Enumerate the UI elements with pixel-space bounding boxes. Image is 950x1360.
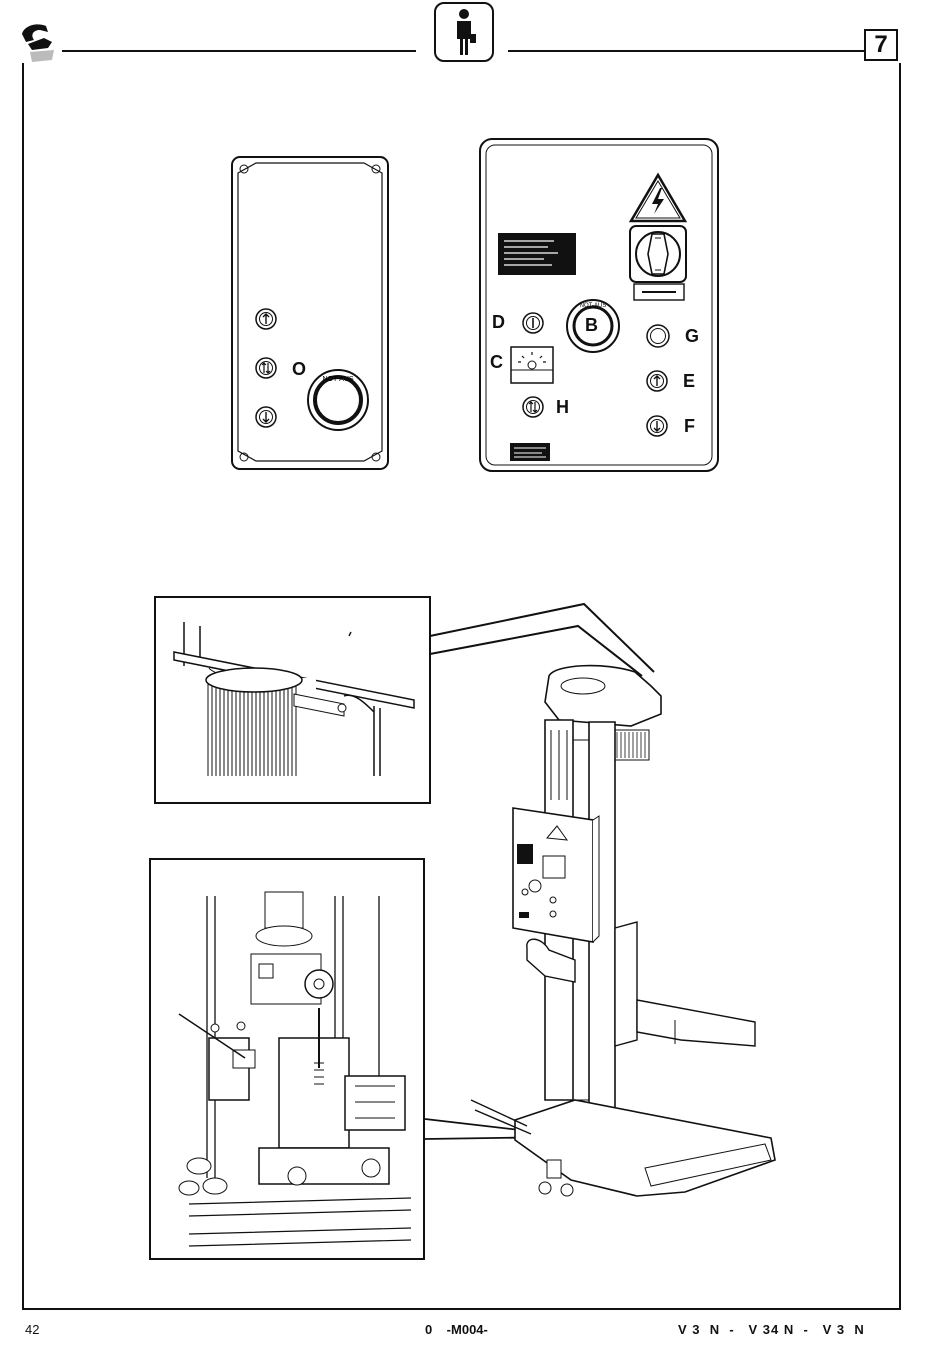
brand-logo-icon (18, 20, 60, 64)
g-indicator-lamp (646, 324, 670, 348)
f-down-button[interactable] (646, 415, 668, 437)
main-switch-icon[interactable] (628, 224, 688, 284)
d-button[interactable] (522, 312, 544, 334)
detail-top-inset (154, 596, 432, 806)
e-up-button[interactable] (646, 370, 668, 392)
lift-column-illustration (455, 660, 785, 1220)
label-g: G (685, 326, 699, 347)
label-d: D (492, 312, 505, 333)
document-code: 0 -M004- (425, 1322, 488, 1337)
label-e: E (683, 371, 695, 392)
h-button[interactable] (522, 396, 544, 418)
remote-control-panel: NOT-AUS (230, 155, 390, 471)
left-emergency-ring-text: NOT-AUS (322, 376, 353, 383)
right-emergency-ring-text: NOT-AUS (580, 303, 607, 309)
label-o: O (292, 359, 306, 380)
label-b: B (585, 315, 598, 336)
header-rule-right (508, 50, 864, 52)
page-number-badge: 7 (864, 29, 898, 61)
up-down-button[interactable] (255, 357, 277, 379)
page-frame-bottom (22, 1308, 901, 1310)
label-c: C (490, 352, 503, 373)
page-number: 42 (25, 1322, 39, 1337)
down-button[interactable] (255, 406, 277, 428)
label-f: F (684, 416, 695, 437)
page-frame-right (899, 63, 901, 1309)
model-list: V 3 N - V 34 N - V 3 N (678, 1322, 865, 1337)
operator-person-icon (434, 2, 494, 62)
high-voltage-warning-icon (628, 172, 688, 224)
label-h: H (556, 397, 569, 418)
page-frame-left (22, 63, 24, 1309)
c-indicator-gauge (510, 346, 554, 384)
detail-bottom-inset (149, 858, 427, 1262)
up-button[interactable] (255, 308, 277, 330)
header-rule-left (62, 50, 416, 52)
